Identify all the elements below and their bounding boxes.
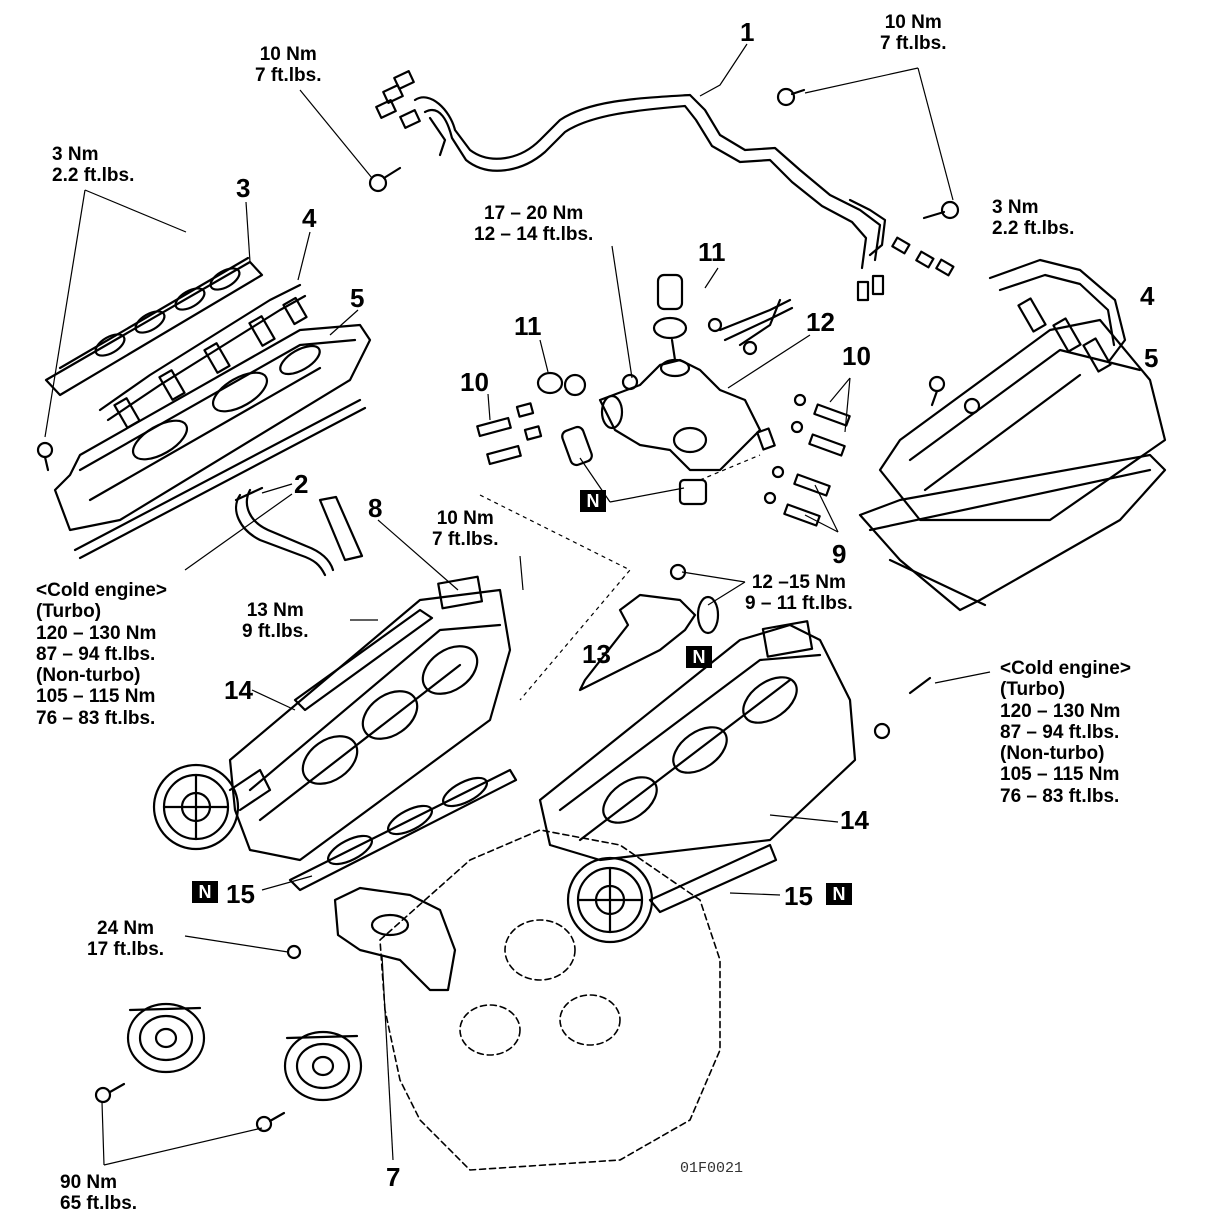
part-10-left-studs bbox=[476, 402, 543, 466]
torque-label-top-left: 10 Nm 7 ft.lbs. bbox=[255, 44, 322, 87]
callout-3: 3 bbox=[236, 173, 251, 203]
part-14-right-cylinder-head bbox=[538, 620, 932, 944]
cold-engine-spec-right: <Cold engine> (Turbo) 120 – 130 Nm 87 – … bbox=[1000, 658, 1131, 807]
part-7-rear-cover bbox=[286, 886, 457, 992]
callout-13: 13 bbox=[582, 639, 611, 669]
torque-label-3nm-left: 3 Nm 2.2 ft.lbs. bbox=[52, 144, 135, 187]
torque-label-top-right: 10 Nm 7 ft.lbs. bbox=[880, 12, 947, 55]
part-10-right-studs bbox=[790, 393, 851, 457]
non-reusable-marker-4: N bbox=[826, 883, 852, 905]
callout-9: 9 bbox=[832, 539, 847, 569]
callout-14-right: 14 bbox=[840, 805, 869, 835]
callout-1: 1 bbox=[740, 17, 755, 47]
non-reusable-marker-1: N bbox=[580, 490, 606, 512]
callout-12: 12 bbox=[806, 307, 835, 337]
torque-label-10nm-mid: 10 Nm 7 ft.lbs. bbox=[432, 508, 499, 551]
figure-code: 01F0021 bbox=[680, 1160, 744, 1177]
part-15-left-gasket bbox=[288, 768, 518, 892]
torque-label-12-15nm: 12 –15 Nm 9 – 11 ft.lbs. bbox=[745, 572, 853, 615]
callout-2: 2 bbox=[294, 469, 309, 499]
torque-label-17-20nm: 17 – 20 Nm 12 – 14 ft.lbs. bbox=[474, 203, 594, 246]
sensor-cables bbox=[707, 298, 794, 356]
callout-4-left: 4 bbox=[302, 203, 317, 233]
callout-10-left: 10 bbox=[460, 367, 489, 397]
non-reusable-marker-3: N bbox=[192, 881, 218, 903]
callout-4-right: 4 bbox=[1140, 281, 1155, 311]
callout-14-left: 14 bbox=[224, 675, 253, 705]
part-11-thermostat bbox=[536, 273, 688, 397]
idler-pulley-2 bbox=[283, 1030, 363, 1102]
callout-5-right: 5 bbox=[1144, 343, 1159, 373]
non-reusable-marker-2: N bbox=[686, 646, 712, 668]
callout-11-right: 11 bbox=[698, 237, 726, 267]
callout-15-right: 15 bbox=[784, 881, 813, 911]
callout-7: 7 bbox=[386, 1162, 401, 1192]
part-4-right-harness bbox=[988, 258, 1127, 373]
callout-5-left: 5 bbox=[350, 283, 365, 313]
part-2-hose bbox=[234, 486, 364, 577]
callout-15-left: 15 bbox=[226, 879, 255, 909]
part-14-left-cylinder-head bbox=[152, 575, 512, 862]
torque-label-13nm: 13 Nm 9 ft.lbs. bbox=[242, 600, 309, 643]
callout-10-right: 10 bbox=[842, 341, 871, 371]
cold-engine-spec-left: <Cold engine> (Turbo) 120 – 130 Nm 87 – … bbox=[36, 580, 167, 729]
part-15-right-gasket bbox=[648, 843, 778, 914]
fittings-left-top bbox=[368, 70, 421, 193]
torque-label-24nm: 24 Nm 17 ft.lbs. bbox=[87, 918, 165, 961]
part-3-left-plate bbox=[44, 256, 264, 397]
part-12-water-outlet bbox=[561, 338, 762, 506]
part-5-right-rocker-cover bbox=[858, 453, 1167, 612]
torque-label-90nm: 90 Nm 65 ft.lbs. bbox=[60, 1172, 138, 1215]
callout-11-left: 11 bbox=[514, 311, 542, 341]
torque-label-3nm-right: 3 Nm 2.2 ft.lbs. bbox=[992, 197, 1075, 240]
pulley-bolts bbox=[94, 1082, 286, 1133]
part-4-left-harness bbox=[98, 283, 308, 429]
part-1-tube bbox=[413, 93, 887, 302]
part-5-left-rocker-cover bbox=[36, 323, 372, 560]
idler-pulley-1 bbox=[126, 1002, 206, 1074]
engine-block bbox=[379, 829, 721, 1171]
callout-8: 8 bbox=[368, 493, 383, 523]
part-3-right-cover bbox=[878, 318, 1167, 522]
part-13-pipe bbox=[578, 563, 720, 692]
part-9-studs bbox=[756, 427, 831, 527]
leader-lines bbox=[44, 43, 991, 1166]
fittings-right-top bbox=[776, 87, 960, 277]
